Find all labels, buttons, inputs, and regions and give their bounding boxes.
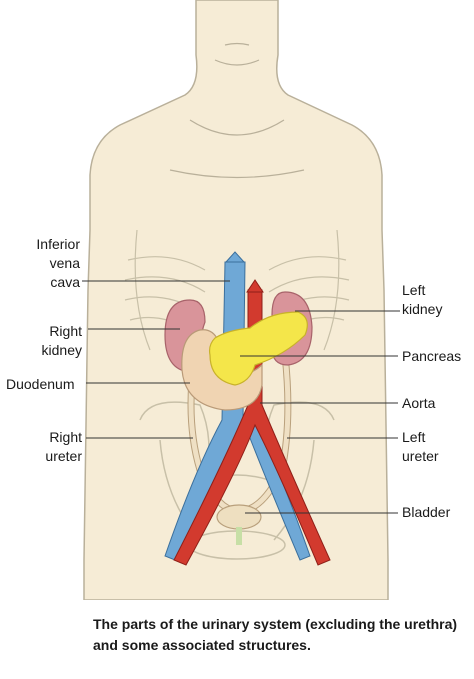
bladder [216,504,262,530]
label-line: ureter [45,448,82,464]
label-line: Bladder [402,504,451,520]
label-line: Right [49,429,82,445]
label-line: kidney [41,342,82,358]
urinary-system-figure [82,0,400,600]
label-pancreas: Pancreas [402,347,461,366]
urethra-stub [236,527,242,545]
figure-caption: The parts of the urinary system (excludi… [93,616,458,653]
leader-lines [82,280,400,514]
label-line: Inferior [36,236,80,252]
label-line: vena [49,255,80,271]
label-line: ureter [402,448,439,464]
label-line: Aorta [402,395,436,411]
label-line: Left [402,282,426,298]
label-duodenum: Duodenum [6,375,75,394]
label-line: Duodenum [6,376,75,392]
label-bladder: Bladder [402,503,450,522]
label-line: Right [49,323,82,339]
label-right-ureter: Right ureter [14,428,82,466]
label-inferior-vena-cava: Inferior vena cava [14,235,80,292]
pancreas [208,311,308,386]
label-line: cava [50,274,80,290]
label-left-ureter: Left ureter [402,428,439,466]
neck-lines [169,42,305,179]
label-line: Pancreas [402,348,462,364]
label-left-kidney: Left kidney [402,281,442,319]
aorta [173,279,331,566]
label-line: kidney [402,301,443,317]
label-aorta: Aorta [402,394,435,413]
label-line: Left [402,429,426,445]
label-right-kidney: Right kidney [14,322,82,360]
